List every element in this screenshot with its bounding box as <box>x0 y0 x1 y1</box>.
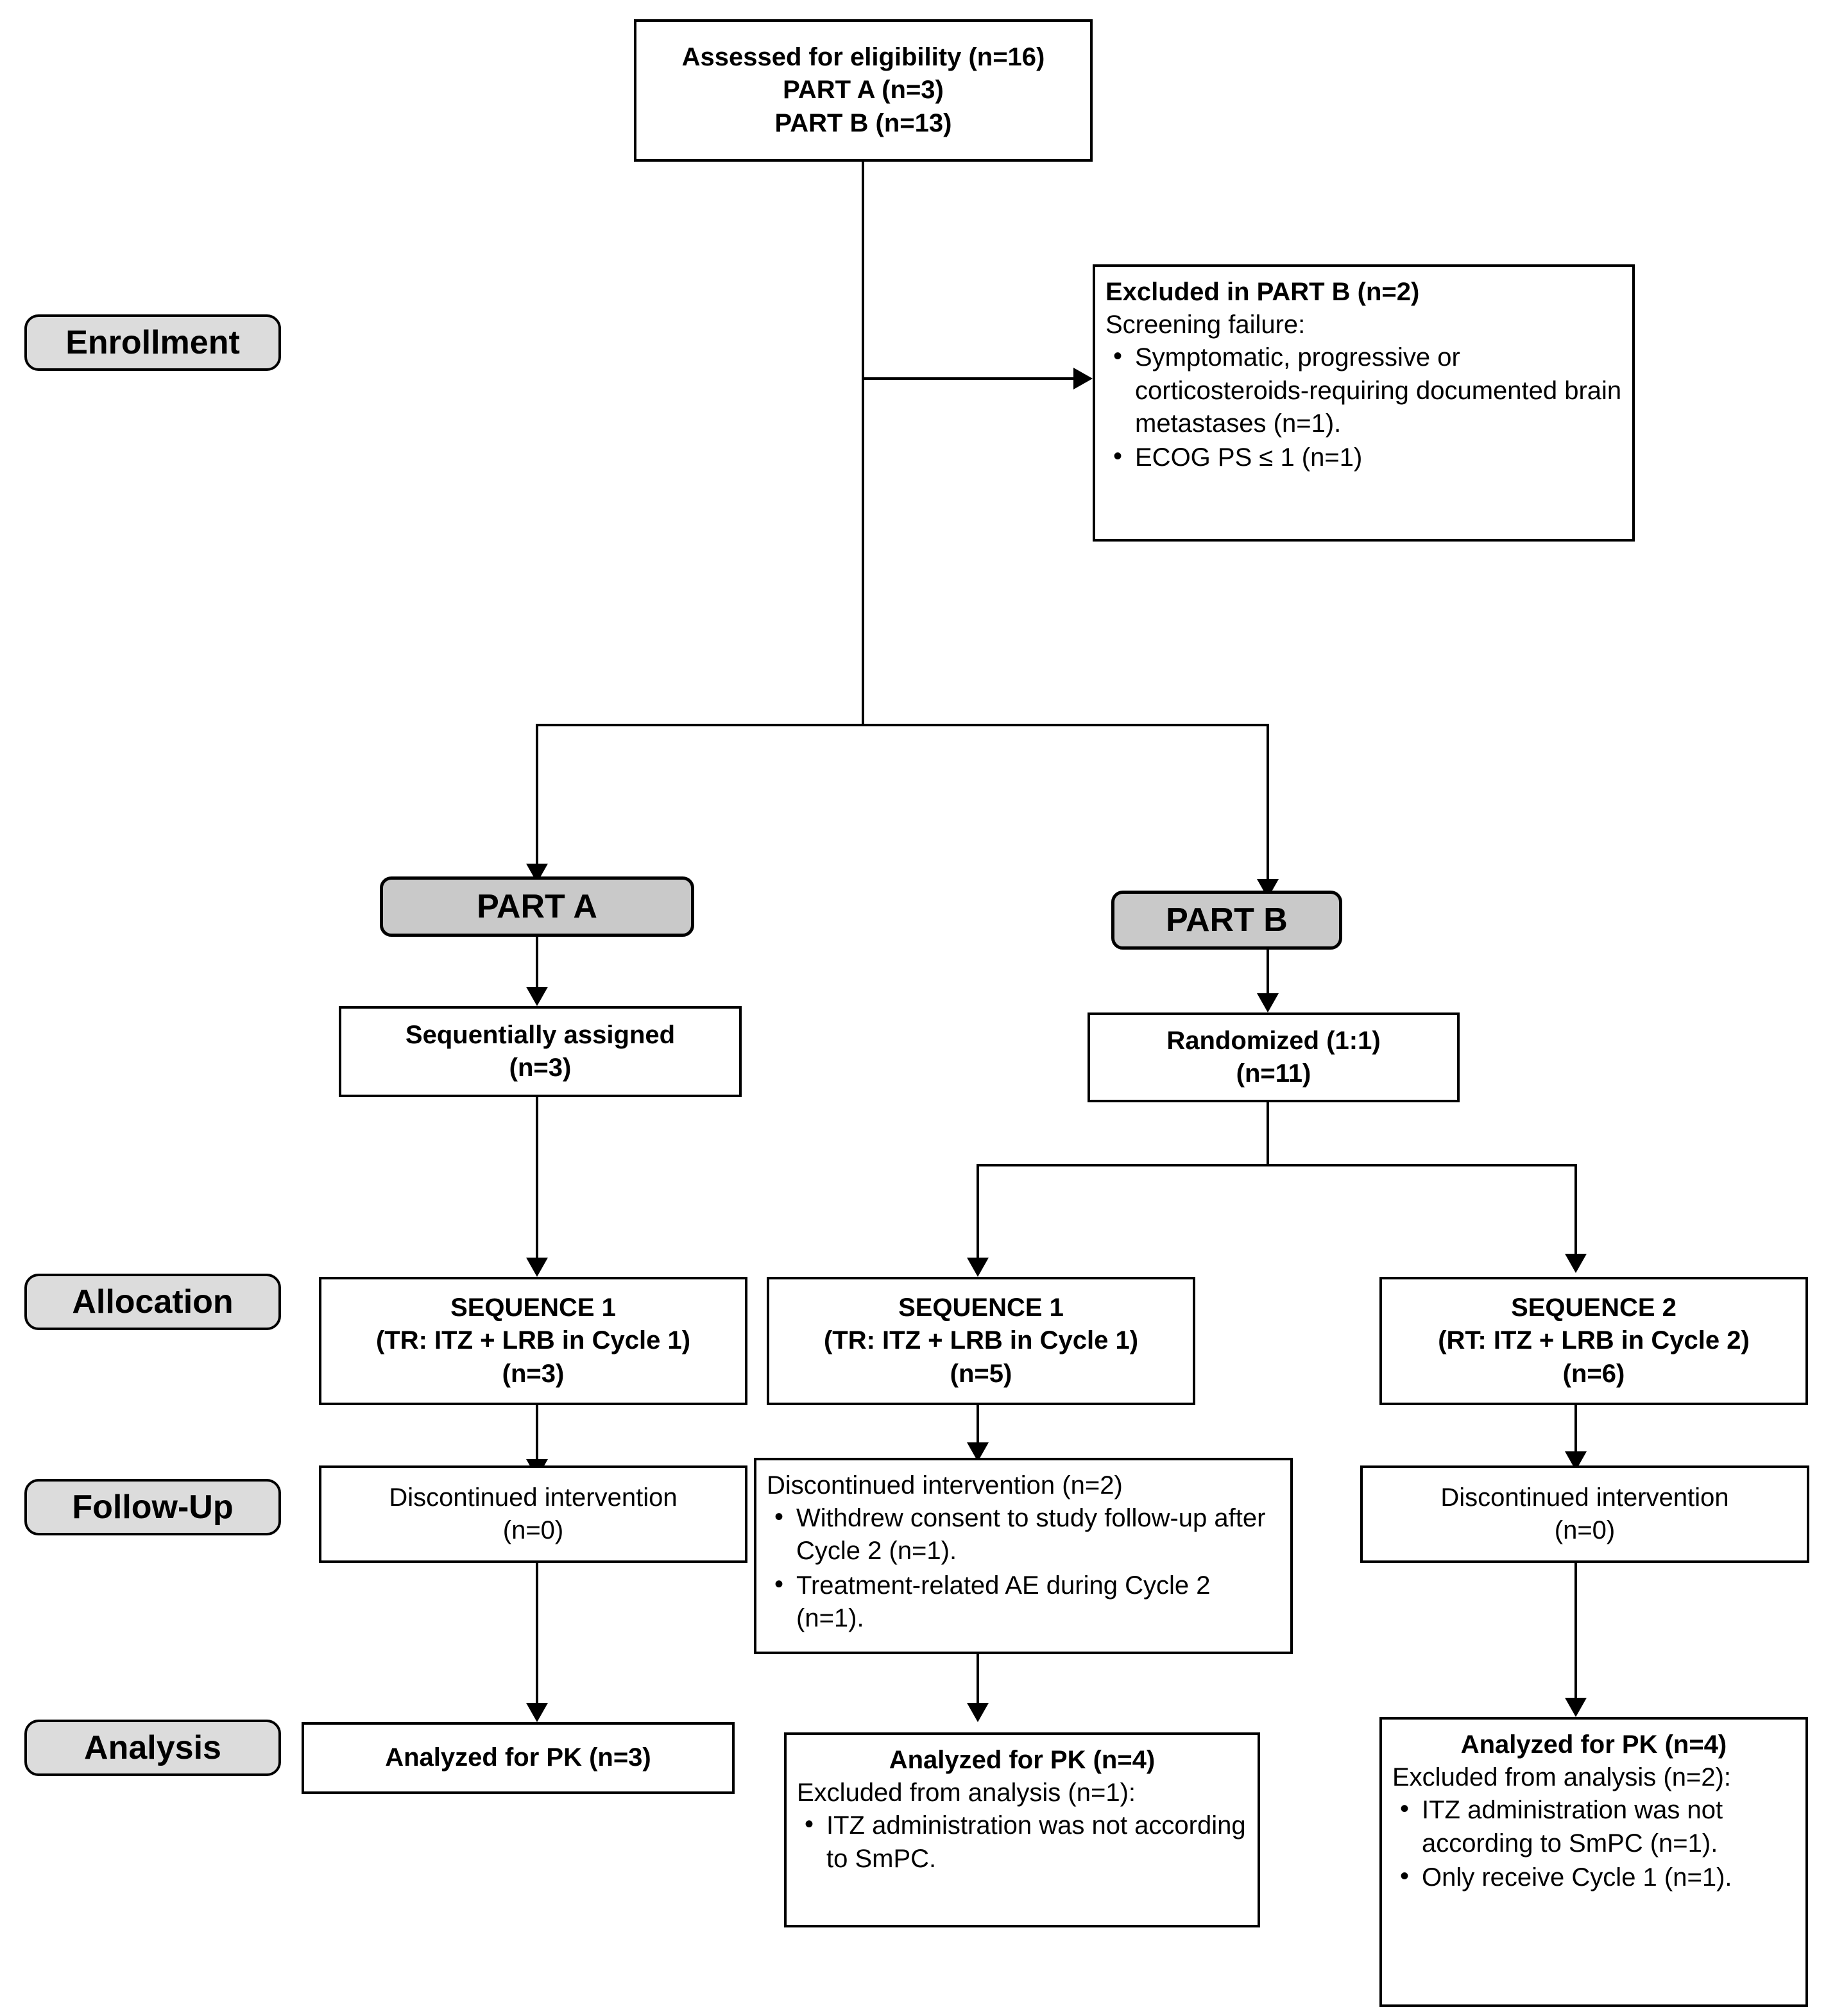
stage-label-enrollment-text: Enrollment <box>65 324 240 361</box>
arrow-to-sequentially-assigned-icon <box>526 987 548 1006</box>
allocation-a-seq1-line3: (n=3) <box>502 1359 565 1388</box>
arrow-a-analysis-icon <box>526 1703 548 1722</box>
assessed-line-total: Assessed for eligibility (n=16) <box>681 43 1045 72</box>
allocation-part-a-sequence-1-box: SEQUENCE 1 (TR: ITZ + LRB in Cycle 1) (n… <box>319 1277 747 1405</box>
arrow-to-a-sequence-1-icon <box>526 1258 548 1277</box>
followup-part-b-sequence-2-box: Discontinued intervention (n=0) <box>1360 1465 1809 1563</box>
part-b-label: PART B <box>1166 901 1288 939</box>
connector-split-left-down <box>536 724 538 864</box>
arrow-to-randomized-icon <box>1257 993 1279 1012</box>
part-a-header-box: PART A <box>380 876 694 937</box>
arrow-to-excluded-icon <box>1073 368 1093 389</box>
assessed-for-eligibility-box: Assessed for eligibility (n=16) PART A (… <box>634 19 1093 162</box>
connector-split-parts <box>536 724 1269 726</box>
connector-assigned-to-allocation <box>536 1097 538 1258</box>
analysis-b1-heading: Analyzed for PK (n=4) <box>889 1746 1156 1774</box>
followup-b1-heading: Discontinued intervention (n=2) <box>767 1471 1123 1499</box>
followup-b2-line2: (n=0) <box>1554 1516 1616 1544</box>
followup-b1-bullet-item: Withdrew consent to study follow-up afte… <box>774 1501 1280 1568</box>
connector-b1-followup-to-analysis <box>977 1654 979 1703</box>
excluded-part-b-box: Excluded in PART B (n=2) Screening failu… <box>1093 264 1635 542</box>
part-a-label: PART A <box>477 888 597 925</box>
analysis-b2-bullet-item: Only receive Cycle 1 (n=1). <box>1400 1860 1795 1894</box>
connector-to-excluded <box>862 377 1073 380</box>
connector-assessed-stem <box>862 162 864 725</box>
followup-b1-bullet-item: Treatment-related AE during Cycle 2 (n=1… <box>774 1568 1280 1635</box>
assessed-line-part-b: PART B (n=13) <box>774 108 952 137</box>
analysis-part-a-box: Analyzed for PK (n=3) <box>302 1722 735 1794</box>
analysis-b1-bullet-list: ITZ administration was not according to … <box>797 1808 1247 1875</box>
connector-split-right-down <box>1267 724 1269 879</box>
arrow-to-b-sequence-2-icon <box>1565 1254 1587 1273</box>
excluded-heading: Excluded in PART B (n=2) <box>1105 278 1420 306</box>
stage-label-allocation: Allocation <box>24 1274 281 1330</box>
analysis-b2-heading: Analyzed for PK (n=4) <box>1460 1730 1727 1759</box>
allocation-a-seq1-line2: (TR: ITZ + LRB in Cycle 1) <box>375 1326 691 1355</box>
allocation-a-seq1-line1: SEQUENCE 1 <box>450 1294 616 1322</box>
connector-b2-alloc-to-followup <box>1574 1405 1577 1456</box>
sequentially-assigned-line2: (n=3) <box>509 1054 572 1082</box>
connector-split-seq1-down <box>977 1164 979 1258</box>
allocation-b-seq1-line2: (TR: ITZ + LRB in Cycle 1) <box>823 1326 1139 1355</box>
stage-label-followup-text: Follow-Up <box>72 1489 234 1526</box>
stage-label-analysis-text: Analysis <box>84 1729 221 1766</box>
analysis-b1-subheading: Excluded from analysis (n=1): <box>797 1779 1136 1807</box>
analysis-b1-bullet-item: ITZ administration was not according to … <box>805 1808 1247 1875</box>
randomized-line1: Randomized (1:1) <box>1166 1026 1381 1055</box>
connector-b1-alloc-to-followup <box>977 1405 979 1451</box>
connector-a-followup-to-analysis <box>536 1563 538 1703</box>
assessed-line-part-a: PART A (n=3) <box>783 76 944 105</box>
connector-a-alloc-to-followup <box>536 1405 538 1459</box>
connector-randomized-stem <box>1267 1102 1269 1165</box>
connector-part-a-to-assigned <box>536 937 538 987</box>
analysis-b2-subheading: Excluded from analysis (n=2): <box>1392 1763 1732 1792</box>
sequentially-assigned-line1: Sequentially assigned <box>405 1020 676 1049</box>
excluded-bullet-item: Symptomatic, progressive or corticostero… <box>1113 340 1622 440</box>
analysis-part-b-sequence-2-box: Analyzed for PK (n=4) Excluded from anal… <box>1379 1717 1808 2007</box>
connector-split-sequences <box>977 1164 1577 1166</box>
analysis-part-b-sequence-1-box: Analyzed for PK (n=4) Excluded from anal… <box>784 1732 1260 1927</box>
allocation-b-seq1-line3: (n=5) <box>950 1359 1012 1388</box>
randomized-box: Randomized (1:1) (n=11) <box>1088 1012 1460 1102</box>
connector-split-seq2-down <box>1574 1164 1577 1254</box>
randomized-line2: (n=11) <box>1236 1059 1311 1088</box>
followup-b2-line1: Discontinued intervention <box>1440 1483 1729 1512</box>
excluded-subheading: Screening failure: <box>1105 311 1306 339</box>
allocation-b-seq1-line1: SEQUENCE 1 <box>898 1294 1064 1322</box>
analysis-b2-bullet-list: ITZ administration was not according to … <box>1392 1793 1795 1894</box>
arrow-b1-analysis-icon <box>967 1703 989 1722</box>
part-b-header-box: PART B <box>1111 891 1342 950</box>
followup-part-a-box: Discontinued intervention (n=0) <box>319 1465 747 1563</box>
stage-label-followup: Follow-Up <box>24 1479 281 1535</box>
allocation-part-b-sequence-1-box: SEQUENCE 1 (TR: ITZ + LRB in Cycle 1) (n… <box>767 1277 1195 1405</box>
allocation-b-seq2-line1: SEQUENCE 2 <box>1511 1294 1677 1322</box>
analysis-a-heading: Analyzed for PK (n=3) <box>385 1743 651 1772</box>
connector-part-b-to-randomized <box>1267 950 1269 993</box>
followup-part-b-sequence-1-box: Discontinued intervention (n=2) Withdrew… <box>754 1458 1293 1654</box>
connector-b2-followup-to-analysis <box>1574 1563 1577 1698</box>
excluded-bullet-item: ECOG PS ≤ 1 (n=1) <box>1113 440 1622 474</box>
allocation-part-b-sequence-2-box: SEQUENCE 2 (RT: ITZ + LRB in Cycle 2) (n… <box>1379 1277 1808 1405</box>
excluded-bullet-list: Symptomatic, progressive or corticostero… <box>1105 340 1622 474</box>
analysis-b2-bullet-item: ITZ administration was not according to … <box>1400 1793 1795 1859</box>
stage-label-enrollment: Enrollment <box>24 314 281 371</box>
sequentially-assigned-box: Sequentially assigned (n=3) <box>339 1006 742 1097</box>
stage-label-allocation-text: Allocation <box>72 1283 234 1320</box>
followup-a-line2: (n=0) <box>502 1516 564 1544</box>
stage-label-analysis: Analysis <box>24 1720 281 1776</box>
allocation-b-seq2-line2: (RT: ITZ + LRB in Cycle 2) <box>1438 1326 1750 1355</box>
followup-b1-bullet-list: Withdrew consent to study follow-up afte… <box>767 1501 1280 1635</box>
arrow-to-b-sequence-1-icon <box>967 1258 989 1277</box>
followup-a-line1: Discontinued intervention <box>389 1483 678 1512</box>
arrow-b2-analysis-icon <box>1565 1698 1587 1717</box>
allocation-b-seq2-line3: (n=6) <box>1562 1359 1625 1388</box>
